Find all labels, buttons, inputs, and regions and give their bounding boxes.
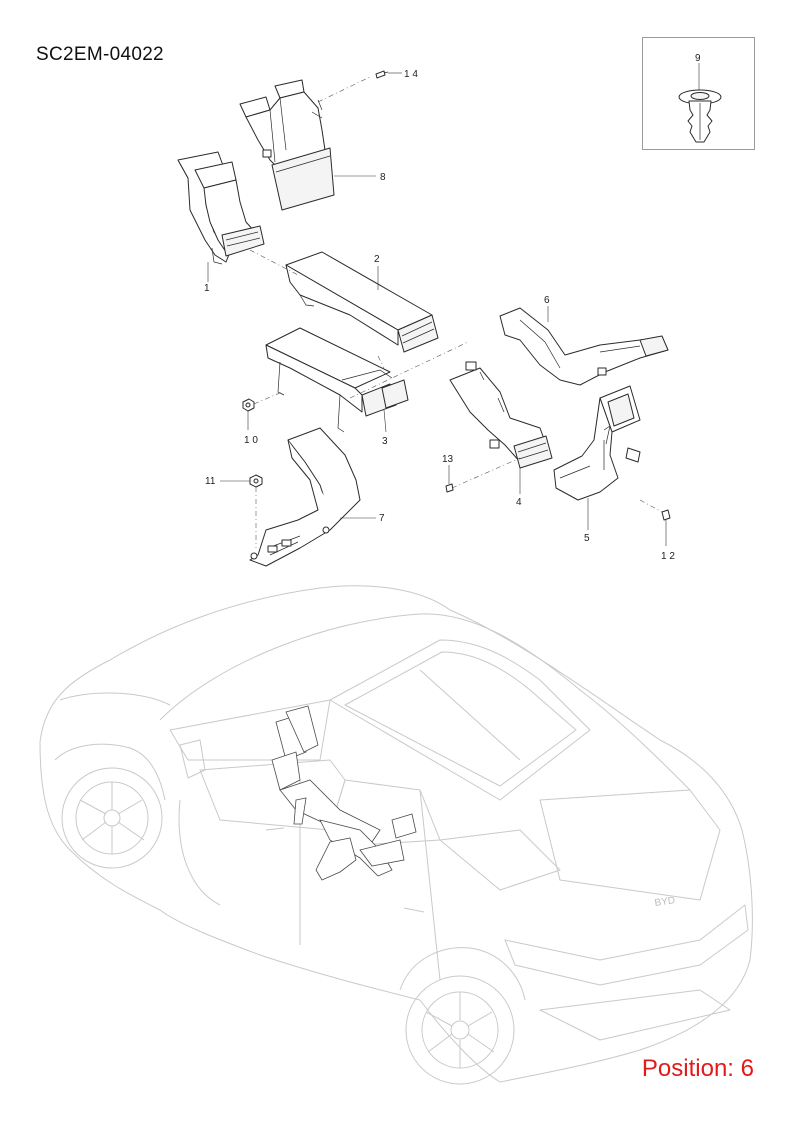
callout-10: 1 0: [244, 435, 258, 446]
rear-brand-badge: BYD: [654, 895, 676, 909]
callout-4: 4: [516, 497, 522, 508]
vent-duct-part-3: [265, 327, 409, 433]
callout-7: 7: [379, 513, 385, 524]
nut-part-11: [249, 474, 263, 488]
nut-part-10: [242, 398, 255, 412]
vent-duct-part-8: [239, 79, 335, 211]
diagram-code: SC2EM-04022: [36, 44, 164, 65]
vent-duct-part-1: [177, 151, 265, 265]
screw-part-13: [445, 483, 454, 493]
callout-3: 3: [382, 436, 388, 447]
vent-duct-part-5: [553, 385, 641, 501]
callout-1: 1: [204, 283, 210, 294]
clip-part-9: [678, 63, 722, 143]
vent-duct-part-2: [285, 251, 439, 353]
callout-14: 1 4: [404, 69, 418, 80]
screw-part-12: [661, 509, 671, 521]
callout-13: 13: [442, 454, 454, 465]
callout-11: 11: [205, 476, 216, 487]
callout-12: 1 2: [661, 551, 675, 562]
position-label: Position: 6: [641, 1055, 754, 1082]
callout-5: 5: [584, 533, 590, 544]
installed-duct-assembly: [271, 705, 417, 881]
vent-duct-part-7: [249, 427, 361, 567]
vent-duct-part-4: [449, 361, 553, 469]
callout-6: 6: [544, 295, 550, 306]
screw-part-14: [375, 70, 389, 79]
callout-2: 2: [374, 254, 380, 265]
callout-8: 8: [380, 172, 386, 183]
vent-duct-part-6: [499, 307, 669, 386]
detail-inset-box: [642, 37, 755, 150]
callout-9: 9: [695, 53, 701, 64]
